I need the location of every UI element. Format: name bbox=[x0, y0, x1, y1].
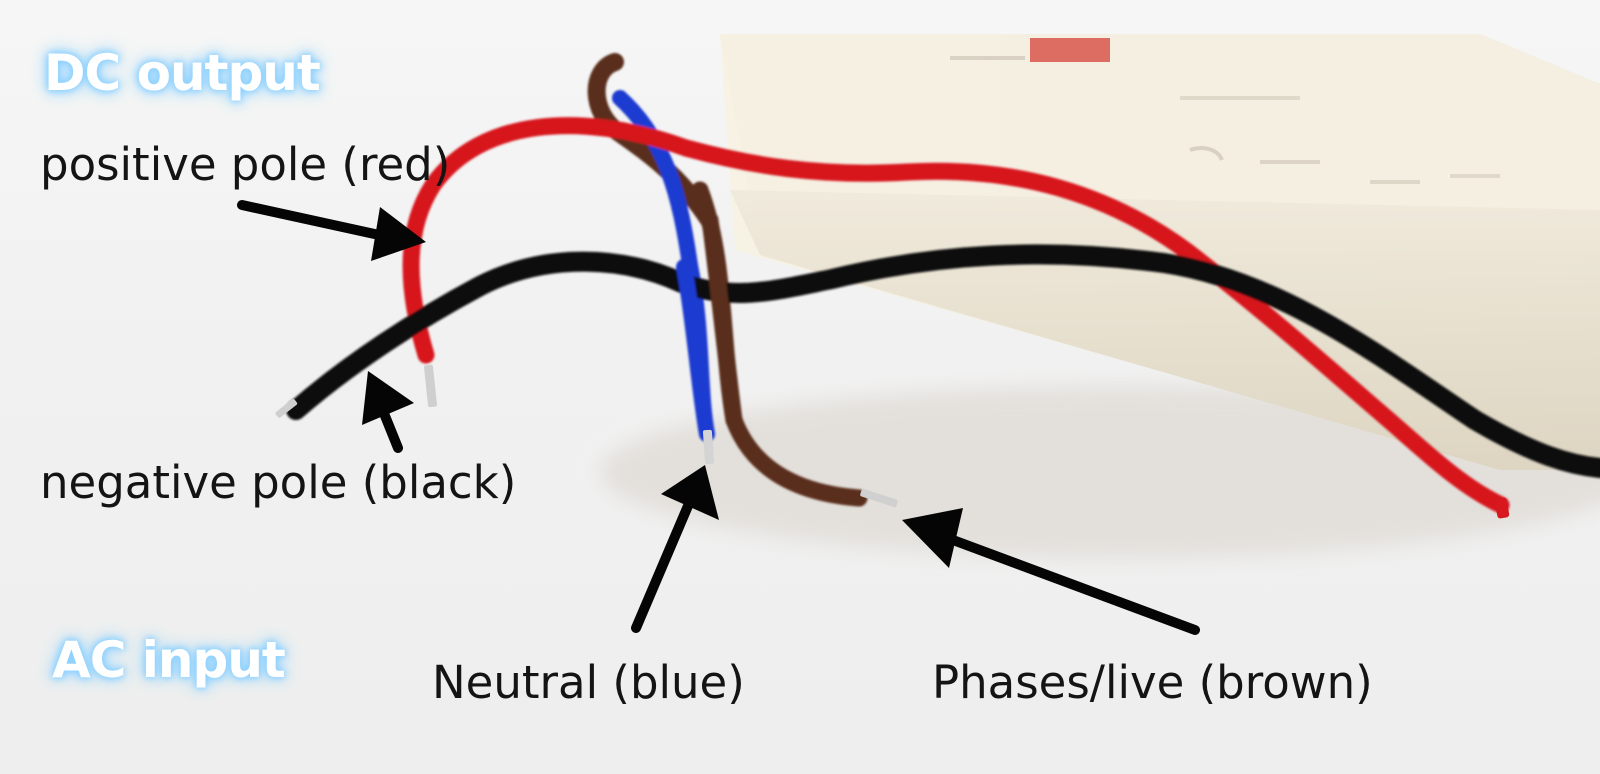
live-overlap bbox=[701, 211, 743, 429]
live-arrow-icon bbox=[902, 508, 1200, 635]
negative-arrow-icon bbox=[362, 371, 414, 453]
annotation-arrows bbox=[237, 200, 1200, 635]
ac-input-heading: AC input bbox=[52, 631, 286, 689]
dc-output-heading: DC output bbox=[44, 44, 321, 102]
positive-wire bbox=[402, 117, 1510, 514]
wire-tips bbox=[275, 364, 1510, 519]
phases-live-label: Phases/live (brown) bbox=[932, 656, 1373, 709]
negative-wire bbox=[286, 244, 1600, 478]
neutral-arrow-icon bbox=[631, 465, 719, 633]
neutral-overlap bbox=[676, 259, 715, 442]
wires bbox=[286, 53, 1600, 514]
positive-arrow-icon bbox=[237, 200, 426, 261]
positive-pole-label: positive pole (red) bbox=[40, 138, 451, 191]
device-shadow bbox=[600, 386, 1600, 558]
neutral-label: Neutral (blue) bbox=[432, 656, 745, 709]
negative-pole-label: negative pole (black) bbox=[40, 456, 517, 509]
device-logo-accent bbox=[1030, 38, 1110, 62]
